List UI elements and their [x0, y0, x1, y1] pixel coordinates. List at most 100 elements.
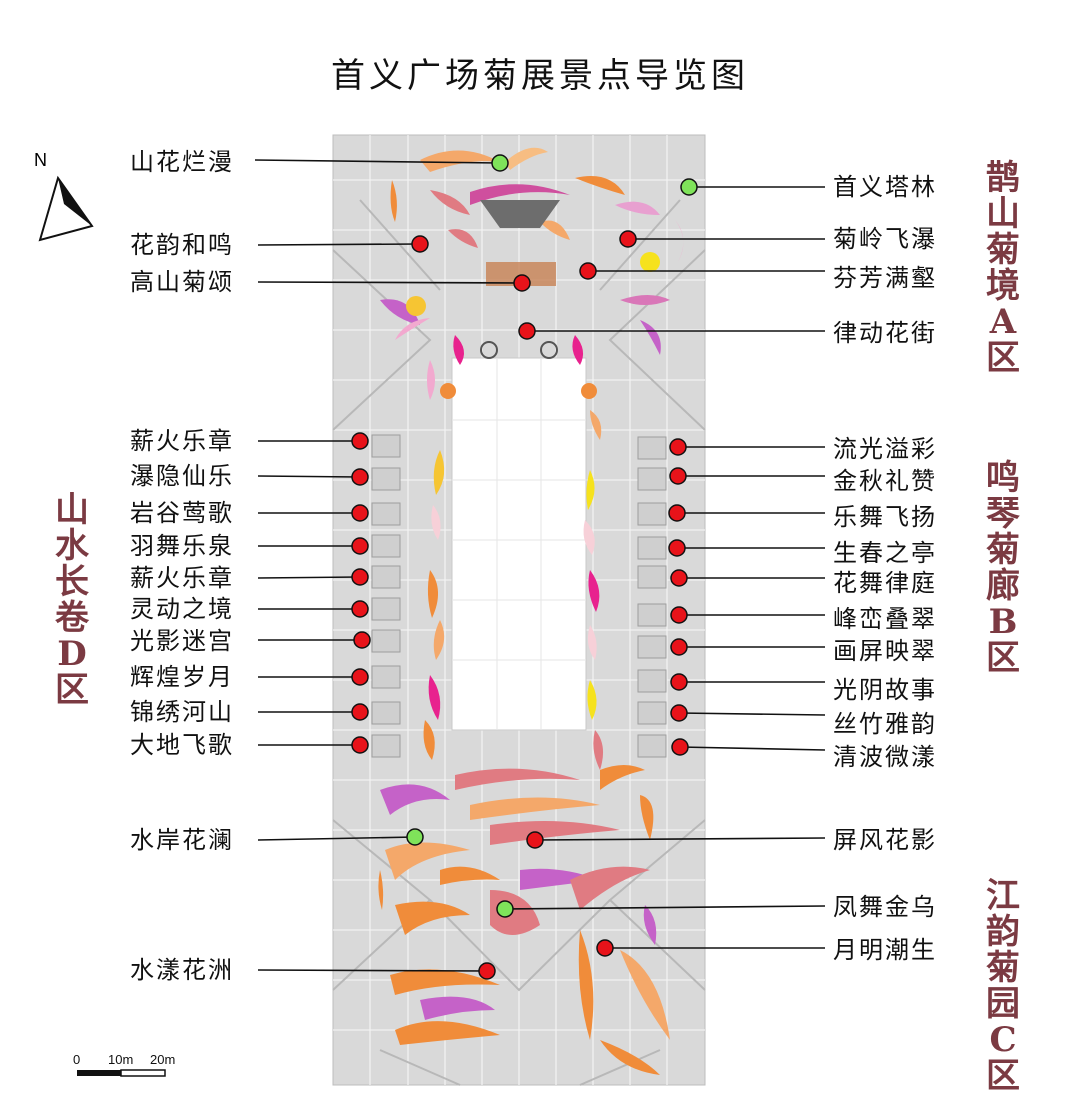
flower-bed: [575, 176, 625, 195]
flower-beds-side: [371, 360, 667, 770]
spot-marker: [670, 673, 688, 691]
flower-bed: [615, 201, 660, 215]
spot-label: 薪火乐章: [130, 427, 234, 455]
spot-marker: [351, 504, 369, 522]
spot-label: 水岸花澜: [130, 826, 234, 854]
spot-label: 凤舞金乌: [833, 893, 937, 921]
spot-marker: [351, 703, 369, 721]
spot-label: 水漾花洲: [130, 956, 234, 984]
spot-marker: [671, 738, 689, 756]
spot-marker: [351, 537, 369, 555]
spot-marker: [351, 600, 369, 618]
spot-label: 流光溢彩: [833, 435, 937, 463]
spot-label: 山花烂漫: [130, 148, 234, 176]
spot-marker: [680, 178, 698, 196]
spot-marker: [353, 631, 371, 649]
flower-bed: [620, 295, 670, 305]
spot-marker: [406, 828, 424, 846]
spot-label: 岩谷莺歌: [130, 499, 234, 527]
spot-label: 光影迷宫: [130, 627, 234, 655]
markers-left: [351, 154, 531, 980]
scale-bar: [77, 1069, 166, 1077]
markers-right: [496, 178, 698, 957]
scale-label-zero: 0: [73, 1052, 81, 1067]
zone-label-d: 山水长卷D区: [55, 490, 89, 710]
flower-bed: [448, 229, 478, 248]
spot-marker: [668, 539, 686, 557]
spot-label: 画屏映翠: [833, 637, 937, 665]
spot-label: 花舞律庭: [833, 569, 937, 597]
spot-marker: [351, 568, 369, 586]
spot-label: 律动花街: [833, 319, 937, 347]
spot-marker: [670, 704, 688, 722]
spot-label: 辉煌岁月: [130, 663, 234, 691]
spot-label: 清波微漾: [833, 743, 937, 771]
spot-label: 高山菊颂: [130, 268, 234, 296]
spot-label: 菊岭飞瀑: [833, 225, 937, 253]
spot-label: 丝竹雅韵: [833, 710, 937, 738]
spot-marker: [411, 235, 429, 253]
zone-label-a: 鹊山菊境A区: [986, 158, 1020, 378]
spot-marker: [351, 736, 369, 754]
flower-bed: [572, 335, 584, 365]
spot-label: 灵动之境: [130, 595, 234, 623]
zone-label-b: 鸣琴菊廊B区: [986, 458, 1020, 678]
spot-label: 屏风花影: [833, 826, 937, 854]
spot-marker: [518, 322, 536, 340]
scale-label-mid: 10m: [108, 1052, 134, 1067]
central-sculpture: [480, 200, 560, 228]
flower-bed: [380, 299, 420, 325]
spot-marker: [526, 831, 544, 849]
spot-label: 金秋礼赞: [833, 467, 937, 495]
map-title: 首义广场菊展景点导览图: [331, 56, 749, 96]
spot-marker: [670, 638, 688, 656]
spot-marker: [669, 467, 687, 485]
spot-label: 大地飞歌: [130, 731, 234, 759]
spot-label: 薪火乐章: [130, 564, 234, 592]
leader-lines-left: [254, 159, 523, 972]
zone-label-c: 江韵菊园C区: [986, 876, 1020, 1096]
flower-bed: [540, 220, 570, 240]
spot-label: 羽舞乐泉: [130, 532, 234, 560]
spot-label: 乐舞飞扬: [833, 503, 937, 531]
spot-label: 生春之亭: [833, 539, 937, 567]
spot-label: 月明潮生: [833, 936, 937, 964]
spot-marker: [619, 230, 637, 248]
flower-beds-zone-c: [378, 765, 670, 1075]
leader-lines-right: [504, 186, 826, 949]
central-lawn: [451, 357, 587, 731]
spot-label: 花韵和鸣: [130, 231, 234, 259]
spot-marker: [668, 504, 686, 522]
spot-marker: [496, 900, 514, 918]
flower-beds-zone-a: [380, 147, 684, 399]
spot-label: 首义塔林: [833, 173, 937, 201]
north-arrow-icon: [38, 175, 94, 242]
spot-marker: [670, 606, 688, 624]
spot-label: 瀑隐仙乐: [130, 462, 234, 490]
plaza-paths: [332, 199, 706, 1086]
spot-label: 芬芳满壑: [833, 264, 937, 292]
flower-bed: [420, 150, 500, 172]
flower-bed: [453, 335, 464, 365]
flower-bed: [675, 220, 684, 262]
spot-label: 锦绣河山: [130, 698, 234, 726]
north-label: N: [34, 150, 47, 170]
spot-marker: [670, 569, 688, 587]
spot-marker: [491, 154, 509, 172]
spot-marker: [478, 962, 496, 980]
spot-marker: [351, 468, 369, 486]
spot-marker: [579, 262, 597, 280]
scale-label-end: 20m: [150, 1052, 176, 1067]
spot-label: 峰峦叠翠: [833, 605, 937, 633]
spot-marker: [513, 274, 531, 292]
flower-bed: [470, 184, 570, 205]
flower-bed: [390, 180, 397, 222]
flower-bed: [430, 190, 470, 215]
spot-label: 光阴故事: [833, 676, 937, 704]
spot-marker: [351, 432, 369, 450]
spot-marker: [351, 668, 369, 686]
flower-bed: [640, 320, 661, 355]
spot-marker: [669, 438, 687, 456]
spot-marker: [596, 939, 614, 957]
